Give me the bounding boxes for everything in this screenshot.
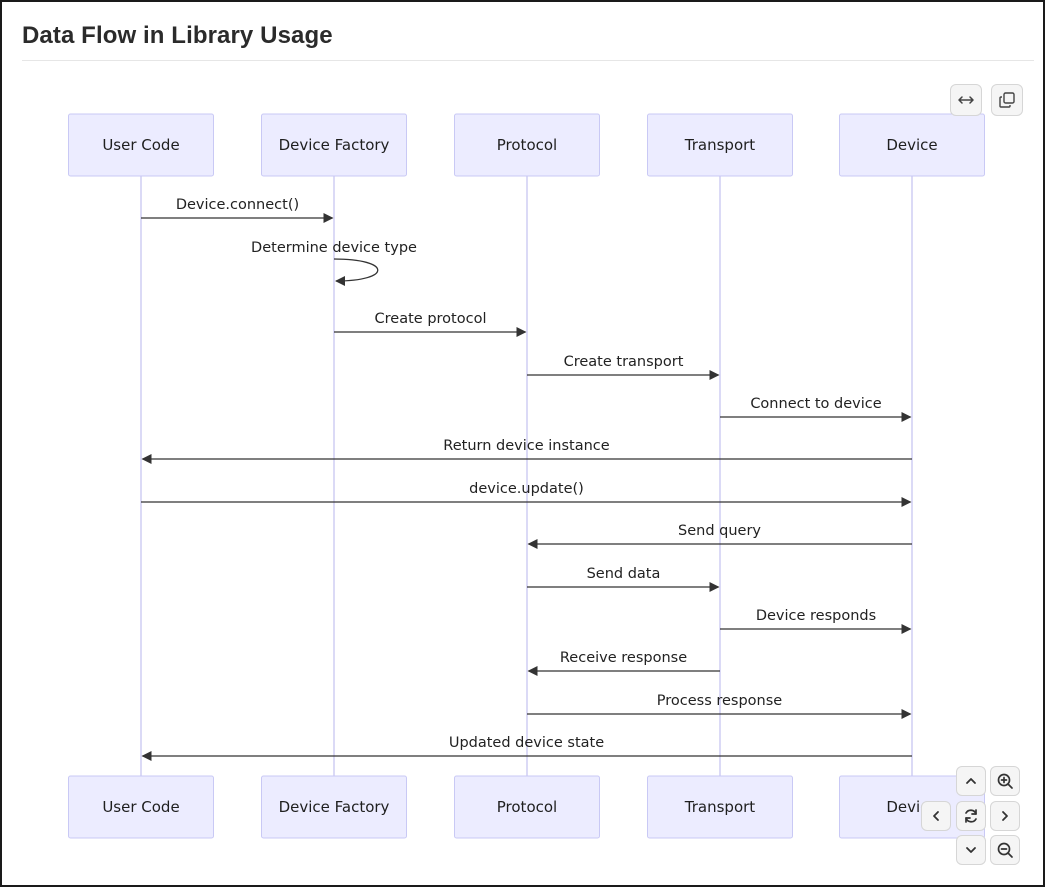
participant-box [261,775,407,839]
participant-box [454,113,600,177]
message: Send query [527,523,912,549]
message: Updated device state [141,735,912,761]
participant-label: User Code [102,798,179,816]
expand-button[interactable] [950,84,982,116]
participant-protocol-bottom: Protocol [454,775,600,839]
message-label: device.update() [469,481,584,497]
message-label: Determine device type [251,240,417,256]
reset-icon [965,809,977,823]
pan-right-button[interactable] [990,801,1020,831]
expand-icon [958,96,974,104]
participant-box [647,113,793,177]
message: Determine device type [251,240,417,286]
participant-device-factory-top: Device Factory [261,113,407,177]
zoom-in-icon [997,773,1013,789]
participant-device-factory-bottom: Device Factory [261,775,407,839]
zoom-out-button[interactable] [990,835,1020,865]
copy-icon [999,92,1015,108]
pan-right-icon [1002,811,1008,821]
zoom-out-icon [997,842,1013,858]
participant-box [839,113,985,177]
copy-button[interactable] [991,84,1023,116]
participant-box [68,113,214,177]
message: Receive response [527,650,720,676]
message-label: Receive response [560,650,687,666]
message: Process response [527,693,912,719]
participant-label: Protocol [497,136,557,154]
zoom-in-button[interactable] [990,766,1020,796]
reset-button[interactable] [956,801,986,831]
message-label: Device.connect() [176,197,299,213]
participant-user-code-top: User Code [68,113,214,177]
participant-label: User Code [102,136,179,154]
message: Device.connect() [141,197,334,223]
pan-up-icon [966,778,976,784]
pan-left-icon [933,811,939,821]
pan-left-button[interactable] [921,801,951,831]
participant-label: Device [886,136,937,154]
title-divider [22,60,1034,61]
message: Device responds [720,608,912,634]
participant-box [647,775,793,839]
participant-label: Transport [684,136,756,154]
pan-up-button[interactable] [956,766,986,796]
message: Create protocol [334,311,527,337]
message: Return device instance [141,438,912,464]
participant-box [261,113,407,177]
message-label: Send data [587,566,661,582]
pan-down-button[interactable] [956,835,986,865]
message-label: Device responds [756,608,876,624]
pan-down-icon [966,847,976,853]
participant-transport-top: Transport [647,113,793,177]
message-label: Create transport [564,354,684,370]
message: device.update() [141,481,912,507]
participant-label: Protocol [497,798,557,816]
message-label: Create protocol [375,311,487,327]
participant-box [68,775,214,839]
message: Send data [527,566,720,592]
message-arrow [333,258,379,286]
participant-transport-bottom: Transport [647,775,793,839]
message: Create transport [527,354,720,380]
participant-label: Device Factory [279,136,390,154]
participant-label: Device Factory [279,798,390,816]
participant-protocol-top: Protocol [454,113,600,177]
participant-user-code-bottom: User Code [68,775,214,839]
message-label: Updated device state [449,735,604,751]
participant-label: Transport [684,798,756,816]
message-label: Process response [657,693,783,709]
message: Connect to device [720,396,912,422]
message-label: Connect to device [750,396,881,412]
participant-box [454,775,600,839]
page-title: Data Flow in Library Usage [22,22,333,49]
participant-device-top: Device [839,113,985,177]
message-label: Send query [678,523,761,539]
message-label: Return device instance [443,438,609,454]
